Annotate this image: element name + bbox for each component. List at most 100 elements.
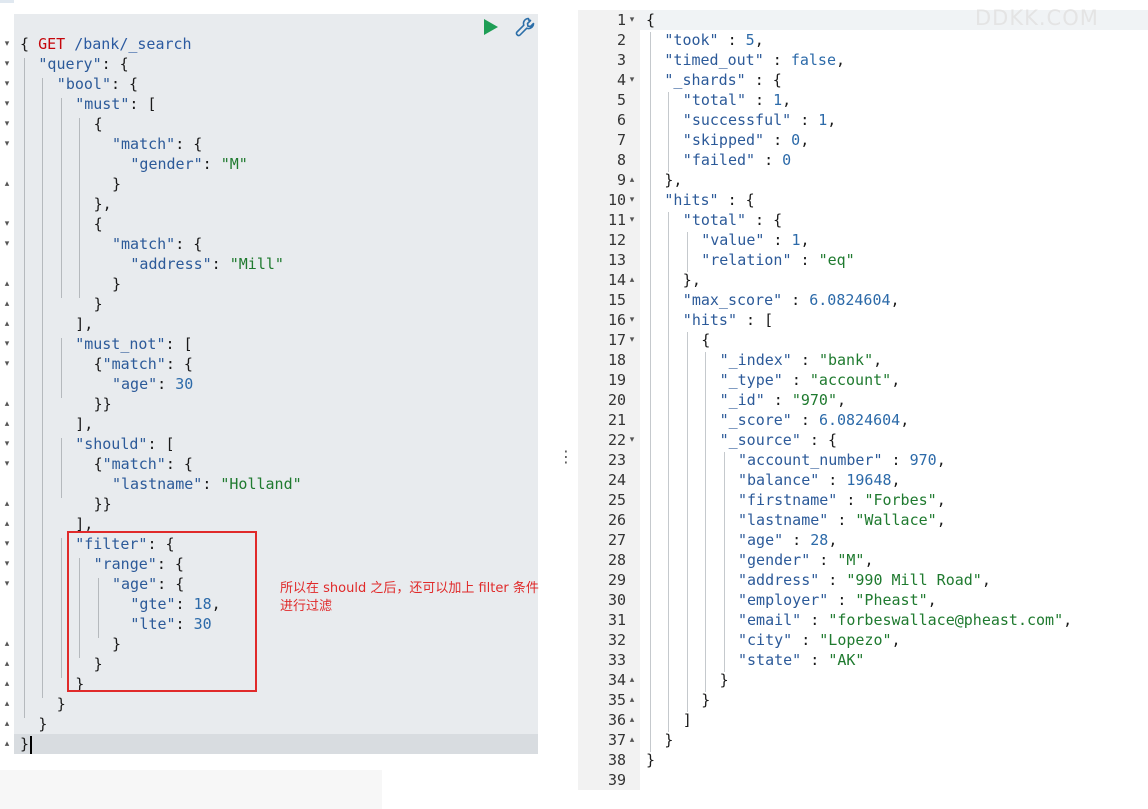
code-token: } bbox=[93, 295, 103, 313]
fold-end-icon[interactable]: ▴ bbox=[4, 699, 10, 709]
response-code-line: "_shards" : { bbox=[664, 70, 781, 90]
line-number: 16 bbox=[607, 311, 626, 329]
fold-end-icon[interactable]: ▴ bbox=[4, 319, 10, 329]
fold-end-icon[interactable]: ▴ bbox=[4, 299, 10, 309]
response-line-gutter bbox=[578, 10, 640, 790]
fold-collapse-icon[interactable]: ▾ bbox=[4, 579, 10, 589]
code-token: , bbox=[211, 595, 221, 613]
code-token: : bbox=[764, 131, 792, 149]
fold-collapse-icon[interactable]: ▾ bbox=[4, 139, 10, 149]
splitter-handle-icon[interactable]: ⋮ bbox=[558, 447, 574, 466]
code-token: , bbox=[981, 571, 991, 589]
fold-end-icon[interactable]: ▴ bbox=[629, 175, 635, 185]
code-token: } bbox=[112, 635, 122, 653]
code-token: : [ bbox=[736, 311, 774, 329]
code-token: , bbox=[936, 451, 946, 469]
response-code-line: { bbox=[701, 330, 710, 350]
fold-collapse-icon[interactable]: ▾ bbox=[4, 239, 10, 249]
fold-end-icon[interactable]: ▴ bbox=[629, 675, 635, 685]
fold-end-icon[interactable]: ▴ bbox=[4, 639, 10, 649]
fold-end-icon[interactable]: ▴ bbox=[4, 499, 10, 509]
request-code-line: "address": "Mill" bbox=[130, 254, 284, 274]
fold-end-icon[interactable]: ▴ bbox=[4, 179, 10, 189]
fold-end-icon[interactable]: ▴ bbox=[629, 715, 635, 725]
request-code-line: } bbox=[112, 634, 121, 654]
line-number: 23 bbox=[607, 451, 626, 469]
fold-collapse-icon[interactable]: ▾ bbox=[4, 359, 10, 369]
response-code-line: "value" : 1, bbox=[701, 230, 809, 250]
code-token: "Lopezo" bbox=[819, 631, 892, 649]
request-editor[interactable] bbox=[14, 14, 538, 754]
code-token: "relation" bbox=[701, 251, 792, 269]
request-line-method: GET /bank/_search bbox=[20, 14, 192, 53]
fold-collapse-icon[interactable]: ▾ bbox=[629, 435, 635, 445]
request-code-line: } bbox=[94, 654, 103, 674]
response-code-line: "_index" : "bank", bbox=[720, 350, 883, 370]
fold-collapse-icon[interactable]: ▾ bbox=[4, 39, 10, 49]
fold-collapse-icon[interactable]: ▾ bbox=[4, 439, 10, 449]
code-token: : bbox=[202, 475, 221, 493]
request-code-line: "age": 30 bbox=[112, 374, 193, 394]
line-number: 34 bbox=[607, 671, 626, 689]
code-token: "email" bbox=[738, 611, 802, 629]
code-token: "should" bbox=[75, 435, 148, 453]
fold-collapse-icon[interactable]: ▾ bbox=[4, 59, 10, 69]
response-code-line: "city" : "Lopezo", bbox=[738, 630, 901, 650]
code-token: false bbox=[790, 51, 836, 69]
fold-collapse-icon[interactable]: ▾ bbox=[629, 315, 635, 325]
indent-guide bbox=[42, 78, 44, 698]
indent-guide bbox=[723, 452, 725, 672]
code-token: "_shards" bbox=[664, 71, 746, 89]
fold-end-icon[interactable]: ▴ bbox=[4, 739, 10, 749]
fold-end-icon[interactable]: ▴ bbox=[629, 695, 635, 705]
code-token: , bbox=[1063, 611, 1073, 629]
response-code-line: "balance" : 19648, bbox=[738, 470, 901, 490]
code-token: "_score" bbox=[719, 411, 792, 429]
fold-collapse-icon[interactable]: ▾ bbox=[629, 15, 635, 25]
code-token: { bbox=[93, 355, 103, 373]
fold-collapse-icon[interactable]: ▾ bbox=[629, 215, 635, 225]
code-token: 5 bbox=[745, 31, 755, 49]
fold-end-icon[interactable]: ▴ bbox=[4, 519, 10, 529]
fold-end-icon[interactable]: ▴ bbox=[4, 719, 10, 729]
code-token: : { bbox=[745, 71, 782, 89]
code-token: , bbox=[891, 371, 901, 389]
fold-collapse-icon[interactable]: ▾ bbox=[4, 119, 10, 129]
code-token: }, bbox=[664, 171, 683, 189]
fold-collapse-icon[interactable]: ▾ bbox=[4, 79, 10, 89]
wrench-icon[interactable] bbox=[514, 16, 536, 38]
fold-collapse-icon[interactable]: ▾ bbox=[4, 559, 10, 569]
code-token: "employer" bbox=[738, 591, 829, 609]
code-token: "state" bbox=[738, 651, 802, 669]
code-token: 28 bbox=[810, 531, 829, 549]
fold-end-icon[interactable]: ▴ bbox=[4, 279, 10, 289]
fold-collapse-icon[interactable]: ▾ bbox=[4, 219, 10, 229]
code-token: : { bbox=[718, 191, 755, 209]
fold-end-icon[interactable]: ▴ bbox=[4, 659, 10, 669]
fold-collapse-icon[interactable]: ▾ bbox=[629, 335, 635, 345]
line-number: 7 bbox=[616, 131, 626, 149]
fold-collapse-icon[interactable]: ▾ bbox=[4, 99, 10, 109]
fold-collapse-icon[interactable]: ▾ bbox=[4, 339, 10, 349]
fold-end-icon[interactable]: ▴ bbox=[4, 399, 10, 409]
fold-end-icon[interactable]: ▴ bbox=[4, 419, 10, 429]
fold-end-icon[interactable]: ▴ bbox=[4, 679, 10, 689]
request-code-line: } bbox=[94, 294, 103, 314]
line-number: 29 bbox=[607, 571, 626, 589]
response-code-line: "total" : { bbox=[683, 210, 782, 230]
play-icon[interactable] bbox=[482, 17, 500, 37]
fold-collapse-icon[interactable]: ▾ bbox=[4, 459, 10, 469]
code-token: : { bbox=[110, 75, 139, 93]
code-token: , bbox=[828, 531, 838, 549]
indent-guide bbox=[668, 212, 670, 732]
fold-end-icon[interactable]: ▴ bbox=[629, 275, 635, 285]
fold-end-icon[interactable]: ▴ bbox=[629, 735, 635, 745]
code-token: , bbox=[754, 31, 764, 49]
indent-guide bbox=[60, 98, 62, 298]
fold-collapse-icon[interactable]: ▾ bbox=[4, 539, 10, 549]
request-code-line: ], bbox=[75, 414, 93, 434]
fold-collapse-icon[interactable]: ▾ bbox=[629, 195, 635, 205]
response-code-line: "address" : "990 Mill Road", bbox=[738, 570, 991, 590]
code-token: "hits" bbox=[682, 311, 737, 329]
fold-collapse-icon[interactable]: ▾ bbox=[629, 75, 635, 85]
